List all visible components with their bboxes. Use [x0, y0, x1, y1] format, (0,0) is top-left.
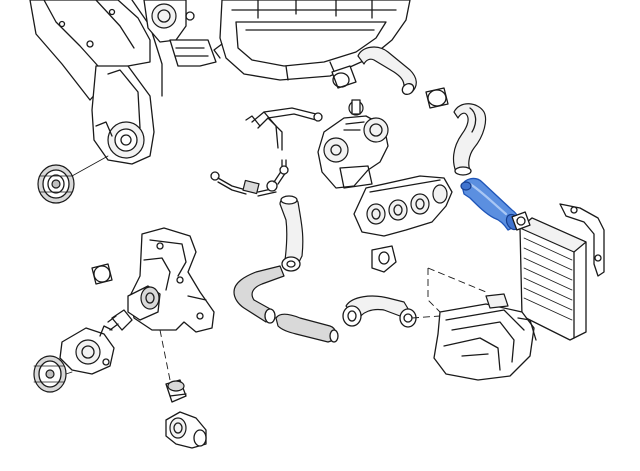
turbocharger[interactable]	[317, 99, 389, 189]
temperature-sensor[interactable]	[107, 285, 161, 331]
intercooler-outlet-hose[interactable]	[342, 295, 417, 328]
egr-pipe[interactable]	[245, 107, 323, 151]
reference-line	[159, 329, 171, 381]
intercooler-bracket[interactable]	[559, 203, 605, 277]
camshaft-pulley[interactable]	[143, 0, 217, 67]
hose-clamp-sleeve[interactable]	[425, 87, 449, 109]
intercooler[interactable]	[511, 211, 587, 341]
breather-hose-upper[interactable]	[331, 46, 417, 96]
rubber-bushing[interactable]	[91, 263, 113, 285]
water-pump-pulley[interactable]	[33, 355, 67, 393]
crankshaft-pulley[interactable]	[37, 155, 109, 204]
air-duct-shroud[interactable]	[433, 293, 537, 381]
coolant-hose-vertical[interactable]	[279, 195, 304, 272]
leader-line	[65, 371, 73, 375]
coolant-outlet-nipple[interactable]	[165, 379, 187, 403]
reference-line	[427, 268, 441, 313]
turbo-hose-bend[interactable]	[452, 103, 487, 176]
oil-feed-pipe[interactable]	[210, 159, 289, 197]
lower-coolant-hose[interactable]	[233, 265, 339, 343]
water-pump[interactable]	[59, 325, 115, 375]
reference-line	[411, 315, 441, 319]
exhaust-manifold[interactable]	[353, 175, 453, 237]
intercooler-inlet-hose[interactable]	[460, 177, 522, 232]
oil-pan[interactable]	[213, 0, 411, 81]
coolant-outlet-elbow[interactable]	[165, 411, 207, 449]
reference-line	[427, 267, 487, 293]
manifold-gasket[interactable]	[371, 245, 397, 273]
timing-cover[interactable]	[29, 0, 163, 165]
